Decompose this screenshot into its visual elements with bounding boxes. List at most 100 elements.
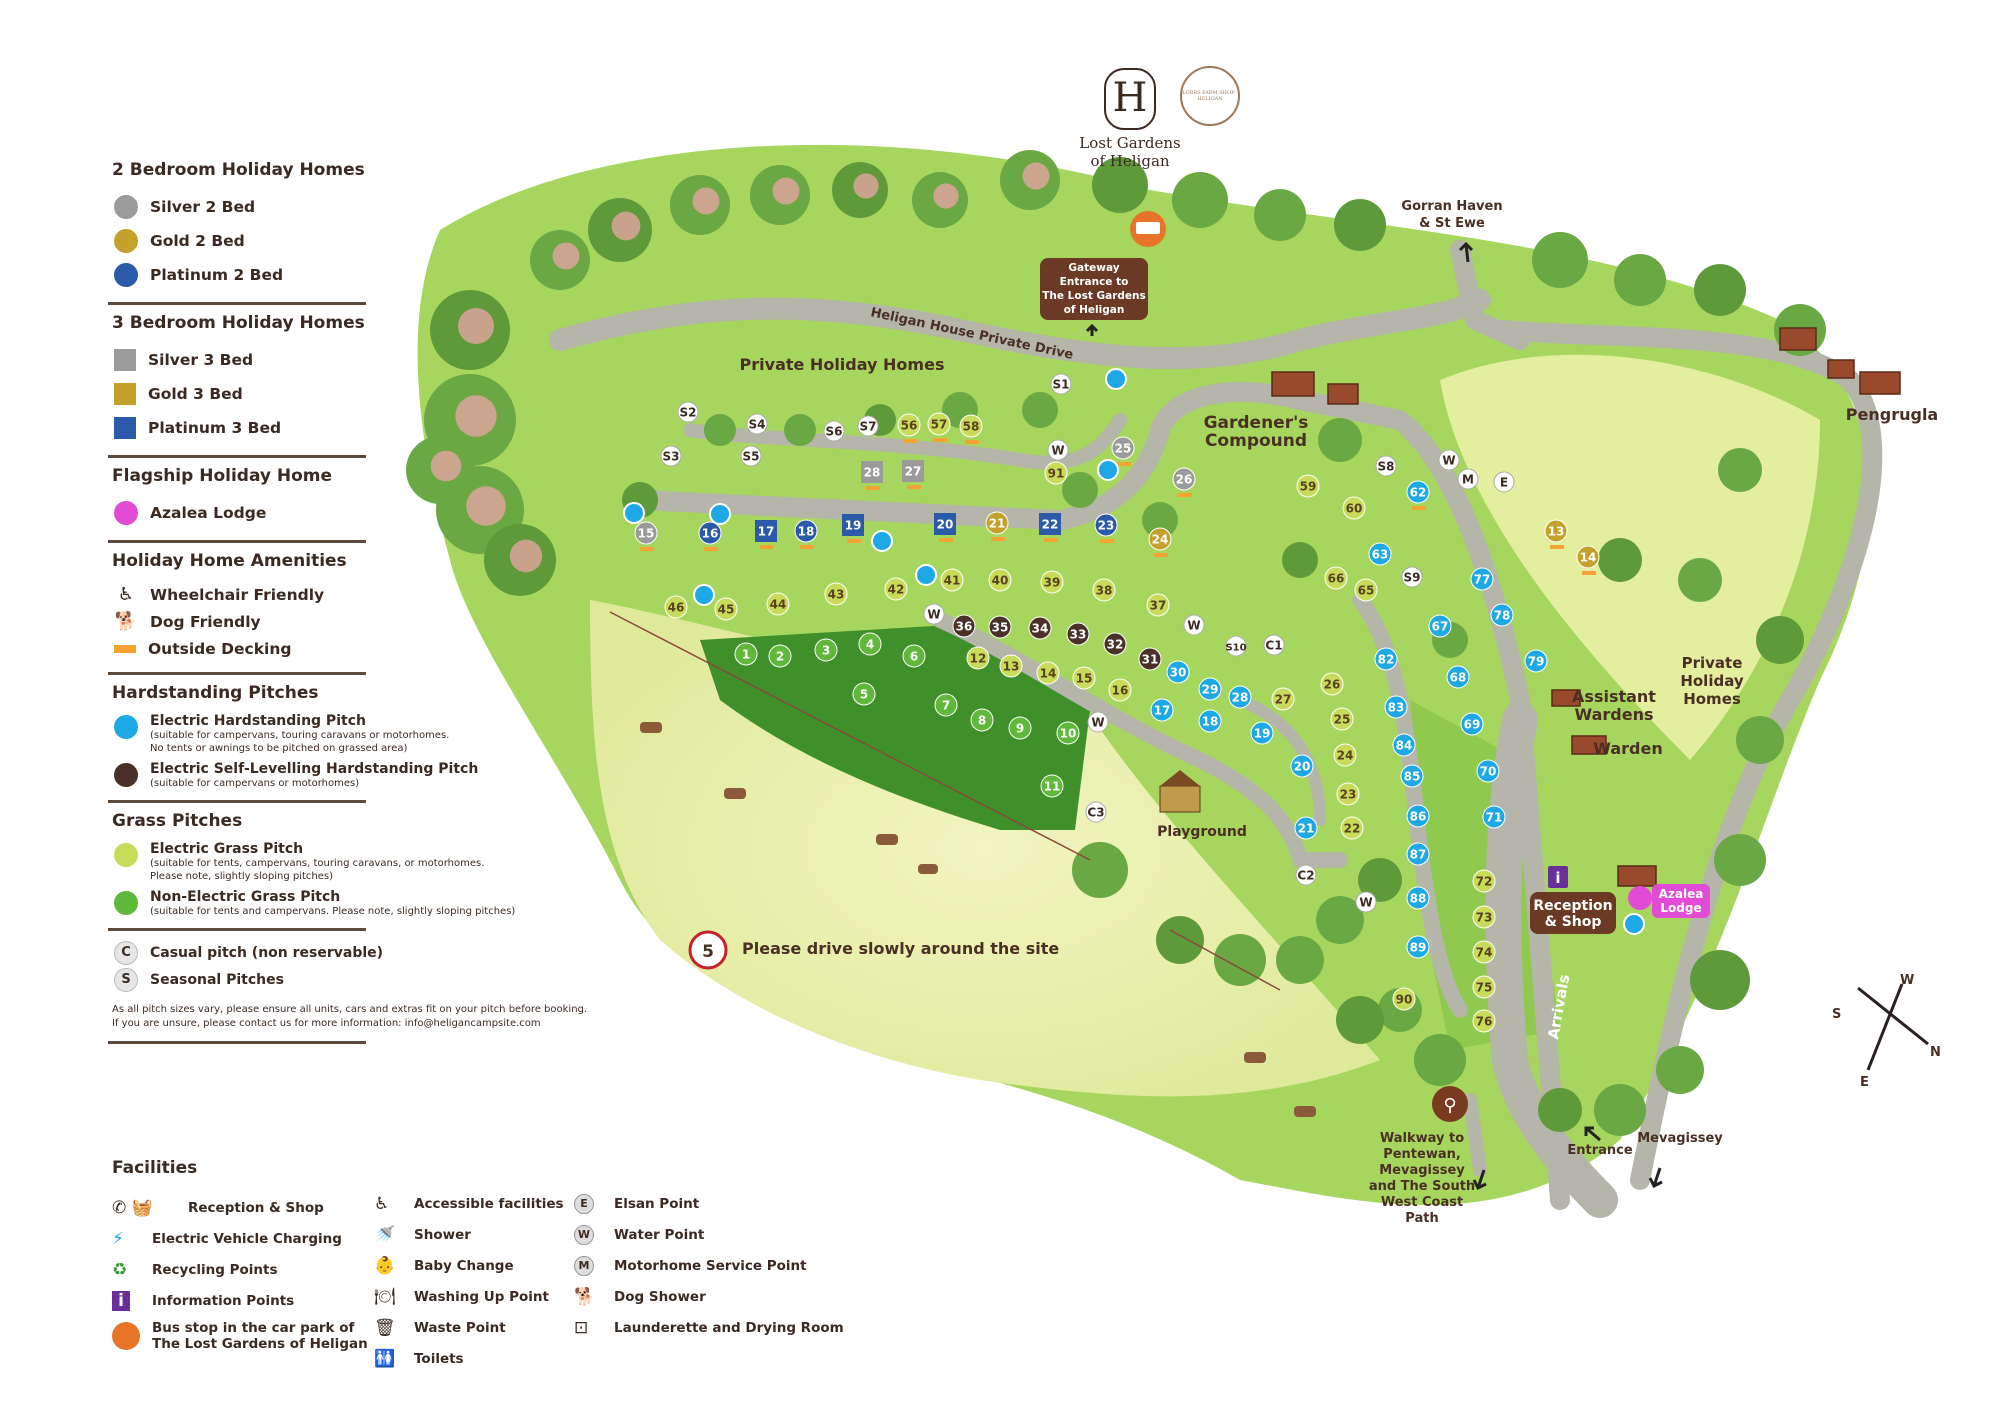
- code-marker[interactable]: S8: [1375, 455, 1397, 477]
- pitch-marker[interactable]: 83: [1384, 695, 1408, 719]
- code-marker[interactable]: W: [1355, 891, 1377, 913]
- holiday-home-marker[interactable]: 25: [1111, 436, 1135, 466]
- pitch-marker[interactable]: 22: [1340, 816, 1364, 840]
- pitch-marker[interactable]: 5: [852, 682, 876, 706]
- holiday-home-marker[interactable]: 58: [959, 414, 983, 444]
- holiday-home-marker[interactable]: 13: [1544, 519, 1568, 549]
- code-marker[interactable]: S1: [1050, 373, 1072, 395]
- pitch-marker[interactable]: 70: [1476, 759, 1500, 783]
- pitch-marker[interactable]: 91: [1044, 461, 1068, 485]
- pitch-marker[interactable]: 60: [1342, 496, 1366, 520]
- pitch-marker[interactable]: 16: [1108, 678, 1132, 702]
- pitch-marker[interactable]: 77: [1470, 567, 1494, 591]
- pitch-marker[interactable]: 40: [988, 568, 1012, 592]
- holiday-home-marker[interactable]: 16: [698, 521, 722, 551]
- pitch-marker[interactable]: 7: [934, 693, 958, 717]
- pitch-marker[interactable]: 17: [1150, 698, 1174, 722]
- pitch-marker[interactable]: 15: [1072, 666, 1096, 690]
- holiday-home-marker[interactable]: 22: [1039, 513, 1061, 542]
- pitch-marker[interactable]: 69: [1460, 712, 1484, 736]
- code-marker[interactable]: S9: [1401, 566, 1423, 588]
- pitch-marker[interactable]: 18: [1198, 709, 1222, 733]
- pitch-marker[interactable]: 12: [966, 646, 990, 670]
- holiday-home-marker[interactable]: 18: [794, 519, 818, 549]
- code-marker[interactable]: S3: [660, 445, 682, 467]
- holiday-home-marker[interactable]: 23: [1094, 513, 1118, 543]
- pitch-marker[interactable]: 25: [1330, 707, 1354, 731]
- pitch-marker[interactable]: 44: [766, 592, 790, 616]
- pitch-marker[interactable]: 67: [1428, 614, 1452, 638]
- pitch-marker[interactable]: 65: [1354, 578, 1378, 602]
- pitch-marker[interactable]: 75: [1472, 975, 1496, 999]
- code-marker[interactable]: C1: [1263, 634, 1285, 656]
- pitch-marker[interactable]: 89: [1406, 935, 1430, 959]
- pitch-marker[interactable]: 86: [1406, 804, 1430, 828]
- pitch-marker[interactable]: 90: [1392, 987, 1416, 1011]
- code-marker[interactable]: C2: [1295, 864, 1317, 886]
- code-marker[interactable]: S5: [740, 445, 762, 467]
- pitch-marker[interactable]: 8: [970, 708, 994, 732]
- pitch-marker[interactable]: 84: [1392, 733, 1416, 757]
- pitch-marker[interactable]: 41: [940, 568, 964, 592]
- pitch-marker[interactable]: 26: [1320, 672, 1344, 696]
- pitch-marker[interactable]: 71: [1482, 805, 1506, 829]
- pitch-marker[interactable]: 63: [1368, 542, 1392, 566]
- pitch-marker[interactable]: 74: [1472, 940, 1496, 964]
- code-marker[interactable]: W: [923, 603, 945, 625]
- code-marker[interactable]: C3: [1085, 801, 1107, 823]
- code-marker[interactable]: E: [1493, 471, 1515, 493]
- pitch-marker[interactable]: 33: [1066, 622, 1090, 646]
- pitch-marker[interactable]: 35: [988, 615, 1012, 639]
- code-marker[interactable]: W: [1087, 711, 1109, 733]
- pitch-marker[interactable]: 24: [1333, 743, 1357, 767]
- pitch-marker[interactable]: 43: [824, 582, 848, 606]
- pitch-marker[interactable]: 76: [1472, 1009, 1496, 1033]
- pitch-marker[interactable]: 11: [1040, 774, 1064, 798]
- holiday-home-marker[interactable]: 17: [755, 520, 777, 549]
- pitch-marker[interactable]: 72: [1472, 869, 1496, 893]
- pitch-marker[interactable]: 38: [1092, 578, 1116, 602]
- pitch-marker[interactable]: 66: [1324, 566, 1348, 590]
- pitch-marker[interactable]: 3: [814, 638, 838, 662]
- pitch-marker[interactable]: 31: [1138, 647, 1162, 671]
- code-marker[interactable]: S4: [746, 413, 768, 435]
- holiday-home-marker[interactable]: 62: [1406, 480, 1430, 510]
- code-marker[interactable]: S2: [677, 401, 699, 423]
- pitch-marker[interactable]: 68: [1446, 665, 1470, 689]
- holiday-home-marker[interactable]: 28: [861, 461, 883, 490]
- pitch-marker[interactable]: 20: [1290, 754, 1314, 778]
- pitch-marker[interactable]: 32: [1103, 632, 1127, 656]
- holiday-home-marker[interactable]: 19: [842, 514, 864, 543]
- pitch-marker[interactable]: 87: [1406, 842, 1430, 866]
- pitch-marker[interactable]: 59: [1296, 474, 1320, 498]
- pitch-marker[interactable]: 29: [1198, 677, 1222, 701]
- holiday-home-marker[interactable]: 24: [1148, 527, 1172, 557]
- code-marker[interactable]: W: [1047, 439, 1069, 461]
- pitch-marker[interactable]: 37: [1146, 593, 1170, 617]
- pitch-marker[interactable]: 13: [999, 654, 1023, 678]
- holiday-home-marker[interactable]: 27: [902, 460, 924, 489]
- pitch-marker[interactable]: 21: [1294, 816, 1318, 840]
- pitch-marker[interactable]: 88: [1406, 886, 1430, 910]
- code-marker[interactable]: W: [1183, 614, 1205, 636]
- pitch-marker[interactable]: 46: [664, 595, 688, 619]
- pitch-marker[interactable]: 19: [1250, 721, 1274, 745]
- pitch-marker[interactable]: 30: [1166, 660, 1190, 684]
- holiday-home-marker[interactable]: 56: [897, 413, 921, 443]
- pitch-marker[interactable]: 28: [1228, 685, 1252, 709]
- pitch-marker[interactable]: 79: [1524, 649, 1548, 673]
- code-marker[interactable]: S6: [823, 420, 845, 442]
- code-marker[interactable]: S7: [857, 415, 879, 437]
- pitch-marker[interactable]: 39: [1040, 570, 1064, 594]
- pitch-marker[interactable]: 45: [714, 597, 738, 621]
- holiday-home-marker[interactable]: 26: [1172, 467, 1196, 497]
- pitch-marker[interactable]: 36: [952, 614, 976, 638]
- pitch-marker[interactable]: 85: [1400, 764, 1424, 788]
- pitch-marker[interactable]: 82: [1374, 647, 1398, 671]
- pitch-marker[interactable]: 2: [768, 644, 792, 668]
- holiday-home-marker[interactable]: 15: [634, 521, 658, 551]
- holiday-home-marker[interactable]: 14: [1576, 545, 1600, 575]
- pitch-marker[interactable]: 73: [1472, 905, 1496, 929]
- code-marker[interactable]: S10: [1225, 635, 1247, 657]
- pitch-marker[interactable]: 23: [1336, 782, 1360, 806]
